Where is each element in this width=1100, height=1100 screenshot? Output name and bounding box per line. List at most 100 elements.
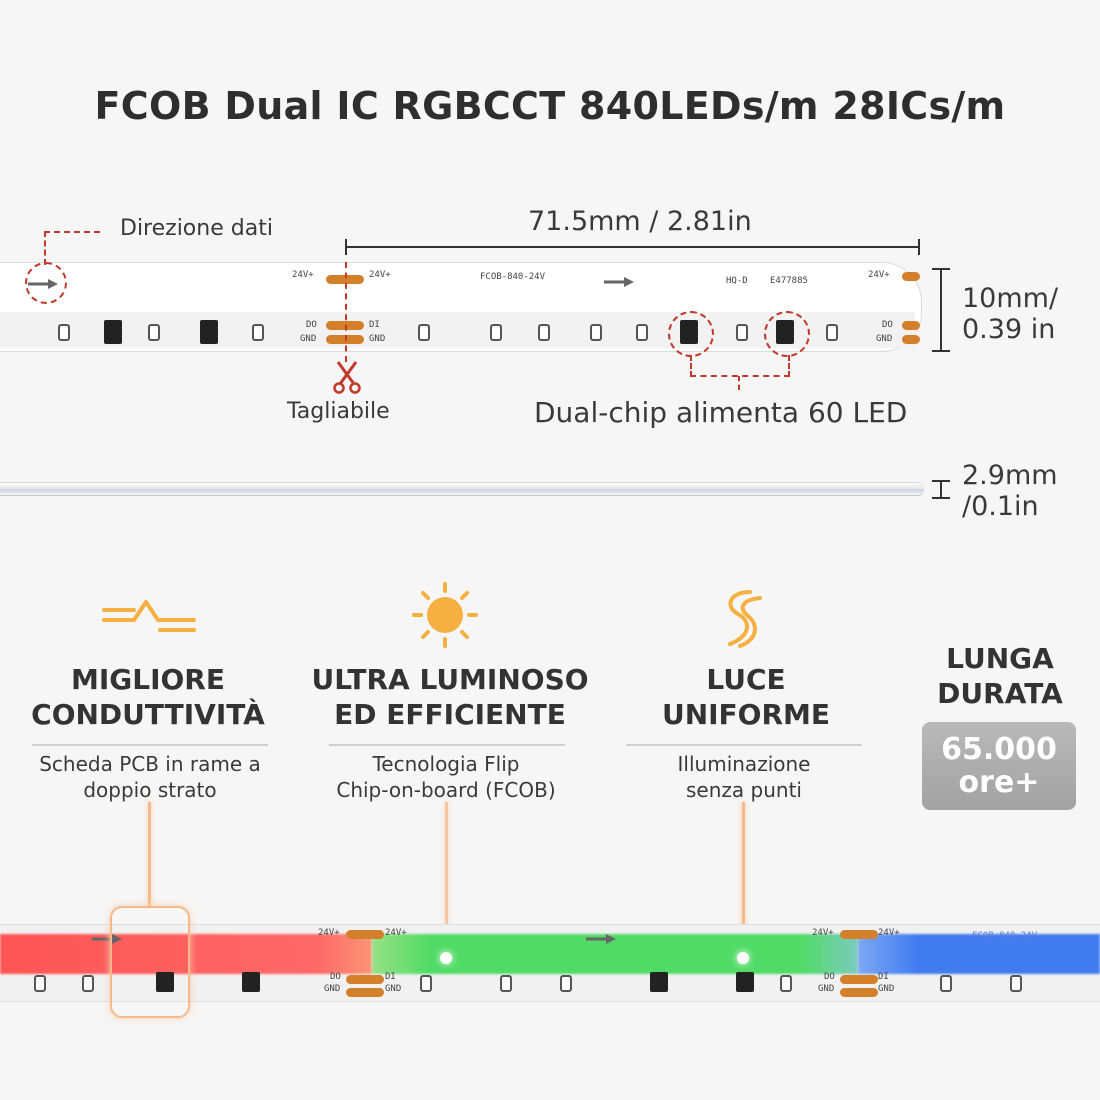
direction-arrow-icon <box>586 929 616 944</box>
pcb-cert-label: HQ-D <box>726 276 748 286</box>
solder-pad-data <box>840 975 878 984</box>
solder-pad-gnd-end <box>902 335 920 344</box>
feature-subtitle-line1: Illuminazione <box>677 752 811 776</box>
ic-chip <box>242 972 260 992</box>
pcb-label-24v: 24V+ <box>812 928 834 938</box>
smd-component <box>500 975 512 992</box>
dual-chip-label: Dual-chip alimenta 60 LED <box>534 396 908 429</box>
feature-title: ULTRA LUMINOSO ED EFFICIENTE <box>300 662 600 732</box>
glow-leader-line <box>445 802 448 956</box>
feature-title: LUCE UNIFORME <box>616 662 876 732</box>
feature-title-line1: MIGLIORE <box>70 663 225 696</box>
smd-component <box>780 975 792 992</box>
smd-component <box>58 324 70 341</box>
glow-leader-line <box>742 802 745 956</box>
width-dimension-line <box>940 268 942 352</box>
thickness-tick-top <box>932 480 950 482</box>
feature-divider <box>32 744 268 746</box>
pcb-label-do: DO <box>306 320 317 330</box>
glow-leader-line <box>148 802 151 906</box>
pcb-label-do: DO <box>882 320 893 330</box>
segment-tick-left <box>345 239 347 255</box>
smd-component <box>736 324 748 341</box>
solder-pad-24v <box>346 930 384 939</box>
thickness-tick-bottom <box>932 497 950 499</box>
pcb-label-gnd: GND <box>324 984 341 994</box>
segment-length-label: 71.5mm / 2.81in <box>528 206 752 237</box>
pcb-label-do: DO <box>330 972 341 982</box>
smd-component <box>252 324 264 341</box>
feature-title-line2: DURATA <box>937 677 1063 710</box>
light-band-green <box>372 934 858 974</box>
feature-subtitle-line1: Scheda PCB in rame a <box>39 752 261 776</box>
scissors-icon <box>332 360 362 394</box>
pcb-label-24v: 24V+ <box>318 928 340 938</box>
glow-dot <box>440 952 452 964</box>
pcb-label-24v: 24V+ <box>292 270 314 280</box>
pcb-label-gnd: GND <box>385 984 402 994</box>
light-band-blue <box>858 934 1100 974</box>
conductivity-icon <box>100 596 200 636</box>
feature-title-line2: CONDUTTIVITÀ <box>31 698 265 731</box>
feature-subtitle: Illuminazione senza punti <box>614 751 874 803</box>
pcb-highlight-box <box>110 906 190 1018</box>
data-direction-label: Direzione dati <box>120 216 273 241</box>
pcb-label-di: DI <box>878 972 889 982</box>
pcb-label-24v: 24V+ <box>369 270 391 280</box>
solder-pad-data <box>346 975 384 984</box>
feature-divider <box>626 744 862 746</box>
smd-component <box>34 975 46 992</box>
direction-leader-line <box>44 231 100 265</box>
solder-pad-gnd <box>840 988 878 997</box>
pcb-label-gnd: GND <box>818 984 835 994</box>
thickness-dimension-line <box>940 480 942 498</box>
feature-subtitle: Scheda PCB in rame a doppio strato <box>20 751 280 803</box>
chip-highlight-circle <box>668 311 714 357</box>
page-title: FCOB Dual IC RGBCCT 840LEDs/m 28ICs/m <box>94 84 1006 128</box>
smd-component <box>826 324 838 341</box>
smd-component <box>418 324 430 341</box>
thickness-label-line2: /0.1in <box>962 491 1039 522</box>
pcb-cert-number: E477885 <box>770 276 808 286</box>
ic-chip <box>736 972 754 992</box>
ic-chip <box>200 320 218 344</box>
glow-dot <box>737 952 749 964</box>
feature-divider <box>329 744 565 746</box>
smd-component <box>636 324 648 341</box>
feature-title-line1: LUNGA <box>946 642 1054 675</box>
feature-title-line2: UNIFORME <box>661 698 831 731</box>
feature-subtitle-line2: senza punti <box>686 778 802 802</box>
pcb-label-24v: 24V+ <box>868 270 890 280</box>
feature-subtitle-line2: Chip-on-board (FCOB) <box>336 778 556 802</box>
pcb-label-gnd: GND <box>300 334 317 344</box>
lifespan-unit: ore+ <box>958 765 1040 800</box>
feature-title-line1: ULTRA LUMINOSO <box>311 663 589 696</box>
width-label-line2: 0.39 in <box>962 314 1056 345</box>
cuttable-label: Tagliabile <box>287 399 390 424</box>
smd-component <box>148 324 160 341</box>
feature-title: LUNGA DURATA <box>900 641 1100 711</box>
smd-component <box>1010 975 1022 992</box>
s-wave-icon <box>716 588 770 648</box>
feature-title: MIGLIORE CONDUTTIVITÀ <box>20 662 276 732</box>
width-tick-top <box>932 268 950 270</box>
cut-line <box>345 262 347 362</box>
width-tick-bottom <box>932 350 950 352</box>
segment-length-line <box>346 246 920 248</box>
chip-highlight-circle <box>764 311 810 357</box>
direction-highlight-circle <box>25 262 67 304</box>
pcb-label-di: DI <box>385 972 396 982</box>
feature-subtitle-line2: doppio strato <box>83 778 217 802</box>
pcb-label-di: DI <box>369 320 380 330</box>
pcb-label-gnd: GND <box>878 984 895 994</box>
smd-component <box>538 324 550 341</box>
solder-pad-24v-end <box>902 272 920 281</box>
solder-pad-24v <box>840 930 878 939</box>
sun-icon <box>412 582 478 648</box>
width-label-line1: 10mm/ <box>962 283 1059 314</box>
ic-chip <box>156 972 174 992</box>
pcb-label-24v: 24V+ <box>385 928 407 938</box>
dual-chip-bracket <box>690 355 790 377</box>
ic-chip <box>650 972 668 992</box>
light-band-red <box>0 934 372 974</box>
